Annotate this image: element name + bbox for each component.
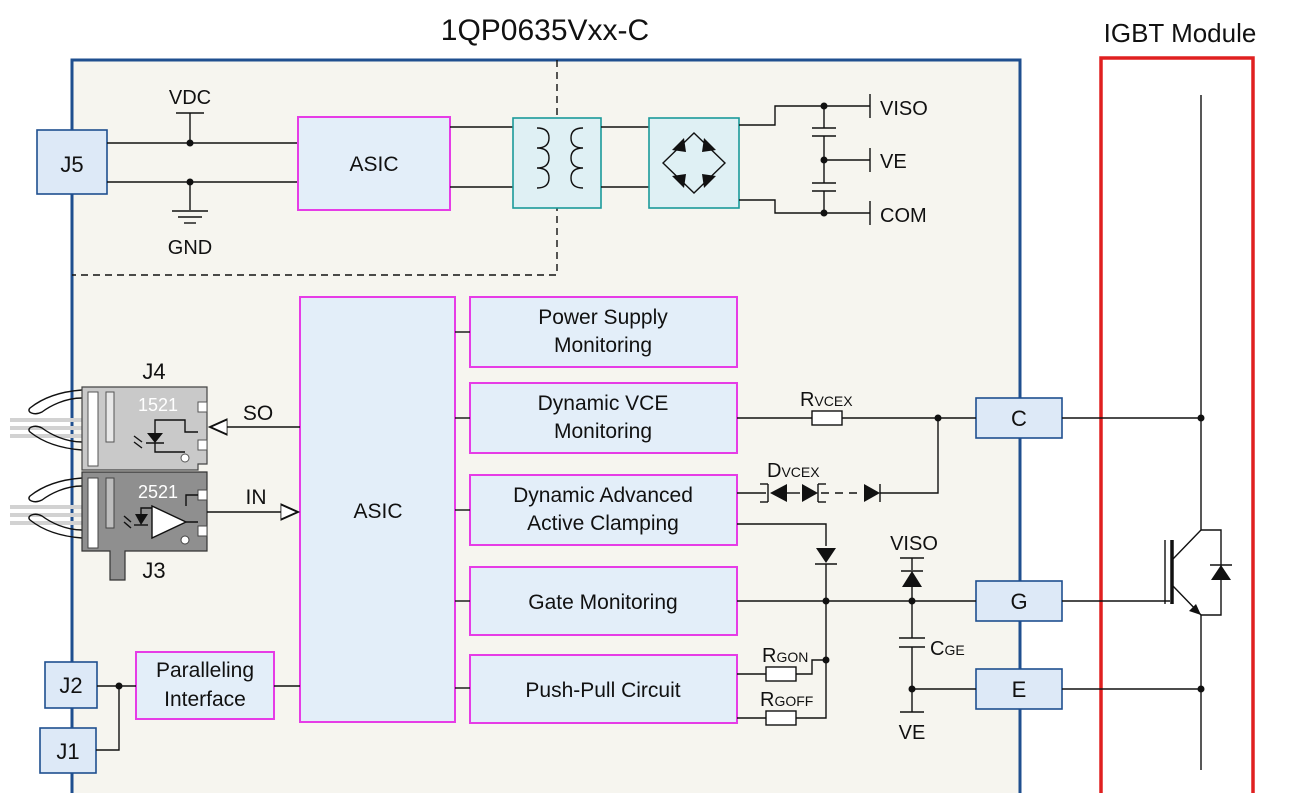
- transmitter-part-number: 2521: [138, 482, 178, 502]
- connector-j2: [44, 661, 98, 709]
- wire: [96, 686, 120, 751]
- connector-g-label: G: [1010, 589, 1027, 614]
- active-clamping-label: Active Clamping: [527, 512, 679, 535]
- wire: [880, 418, 939, 494]
- connector-j3-label: J3: [142, 558, 165, 583]
- active-clamping-label: Dynamic Advanced: [513, 484, 693, 507]
- connector-j4-label: J4: [142, 359, 165, 384]
- viso-diode: [902, 571, 922, 587]
- connector-j2-label: J2: [59, 673, 82, 698]
- wire: [796, 688, 827, 719]
- viso-label: VISO: [880, 98, 928, 120]
- ground-symbol: [172, 210, 208, 224]
- wire: [796, 659, 826, 675]
- connector-j1: [39, 727, 97, 774]
- paralleling-interface-block: [135, 651, 275, 720]
- dynamic-vce-monitoring-block: [469, 382, 738, 454]
- gate-ve-label: VE: [899, 722, 926, 744]
- connector-j5: [36, 129, 108, 195]
- igbt-transistor-symbol: [1164, 95, 1232, 770]
- dvcex-label: DVCEX: [767, 460, 820, 482]
- push-pull-circuit-label: Push-Pull Circuit: [525, 679, 680, 702]
- dynamic-vce-monitoring-label: Dynamic VCE: [538, 392, 669, 415]
- rvcex-label: RVCEX: [800, 389, 853, 411]
- fiber-optic-receiver-j4: [81, 386, 208, 471]
- asic-power-block: [297, 116, 451, 211]
- active-clamping-block: [469, 474, 738, 546]
- paralleling-interface-label: Interface: [164, 688, 246, 711]
- asic-core-block: [299, 296, 456, 723]
- clamp-gate-diode: [816, 548, 836, 563]
- igbt-module-outline: [1099, 56, 1255, 793]
- resistor-rgoff: [765, 710, 797, 726]
- power-supply-monitoring-block: [469, 296, 738, 368]
- connector-j5-label: J5: [60, 152, 83, 177]
- transformer-symbol: [512, 117, 602, 209]
- clamp-diode-chain: [760, 483, 881, 503]
- connector-c-label: C: [1011, 406, 1027, 431]
- dynamic-vce-monitoring-label: Monitoring: [554, 420, 652, 443]
- in-label: IN: [246, 486, 267, 509]
- bridge-rectifier-symbol: [648, 117, 740, 209]
- gate-monitoring-block: [469, 566, 738, 636]
- igbt-module-title: IGBT Module: [1104, 18, 1257, 48]
- rgon-label: RGON: [762, 645, 808, 667]
- connector-e-label: E: [1012, 677, 1027, 702]
- ve-label: VE: [880, 151, 907, 173]
- power-supply-monitoring-label: Power Supply: [538, 306, 668, 329]
- resistor-rgon: [765, 666, 797, 682]
- fiber-optic-transmitter-j3: [81, 471, 208, 581]
- driver-title: 1QP0635Vxx-C: [441, 14, 649, 47]
- com-label: COM: [880, 205, 927, 227]
- gate-viso-label: VISO: [890, 533, 938, 555]
- receiver-part-number: 1521: [138, 395, 178, 415]
- connector-g: [975, 580, 1063, 622]
- connector-j1-label: J1: [56, 739, 79, 764]
- rgoff-label: RGOFF: [760, 689, 813, 711]
- output-capacitors-symbol: [812, 106, 870, 213]
- gate-monitoring-label: Gate Monitoring: [528, 591, 677, 614]
- gnd-label: GND: [168, 237, 212, 259]
- resistor-rvcex: [811, 410, 843, 426]
- asic-core-label: ASIC: [353, 500, 402, 523]
- power-supply-monitoring-label: Monitoring: [554, 334, 652, 357]
- asic-power-label: ASIC: [349, 153, 398, 176]
- wire: [737, 523, 827, 546]
- so-label: SO: [243, 402, 273, 425]
- cge-label: CGE: [930, 638, 965, 660]
- fiber-optic-cables: [10, 389, 83, 539]
- vdc-label: VDC: [169, 87, 211, 109]
- paralleling-interface-label: Paralleling: [156, 659, 254, 682]
- push-pull-circuit-block: [469, 654, 738, 724]
